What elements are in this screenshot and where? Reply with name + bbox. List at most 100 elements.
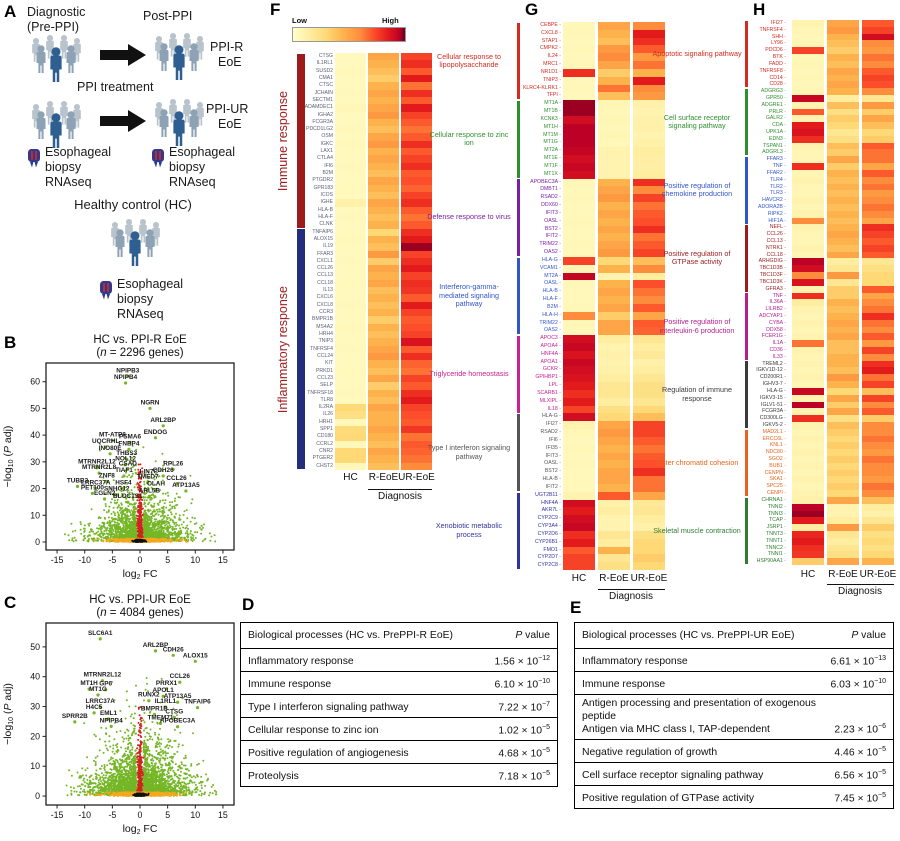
heatmap-cell bbox=[335, 352, 366, 361]
heatmap-cell bbox=[401, 294, 432, 303]
heatmap-cell bbox=[368, 228, 399, 237]
heatmap-cell bbox=[368, 287, 399, 295]
heatmap-cell bbox=[598, 76, 630, 86]
heatmap-cell bbox=[401, 118, 432, 127]
heatmap-cell bbox=[598, 233, 630, 242]
gene-label: FFAR2 - bbox=[766, 169, 786, 176]
heatmap-cell bbox=[792, 524, 824, 532]
gene-label: TLR3 - bbox=[770, 190, 786, 197]
gene-point-label: LIN7C bbox=[140, 468, 159, 475]
heatmap-cell bbox=[633, 429, 665, 438]
gene-label: TLR8 bbox=[320, 396, 333, 403]
pathway-group-label: Triglyceride homeostasis bbox=[429, 369, 509, 379]
heatmap-cell bbox=[862, 408, 894, 416]
heatmap-cell bbox=[633, 523, 665, 532]
process-name: Positive regulation of angiogenesis bbox=[248, 748, 409, 759]
heatmap-cell bbox=[862, 176, 894, 184]
heatmap-cell bbox=[598, 421, 630, 430]
heatmap-cell bbox=[862, 224, 894, 232]
gene-label: HAVCR2 - bbox=[762, 197, 786, 204]
heatmap-cell bbox=[598, 491, 630, 500]
heatmap-cell bbox=[792, 435, 824, 443]
pathway-group-bar bbox=[744, 157, 748, 224]
heatmap-cell bbox=[598, 303, 630, 313]
heatmap-cell bbox=[633, 123, 665, 133]
gene-label: HLA-G - bbox=[541, 413, 561, 420]
gene-label: IGKV3-15 - bbox=[760, 394, 786, 401]
heatmap-cell bbox=[598, 413, 630, 422]
gene-point bbox=[195, 706, 200, 710]
heatmap-cell bbox=[598, 100, 630, 109]
gene-label: TNFAIP6 bbox=[312, 228, 333, 235]
heatmap-cell bbox=[862, 26, 894, 35]
gene-label: CCL13 - bbox=[766, 238, 786, 244]
gene-label: IGKC bbox=[320, 140, 333, 147]
heatmap-cell bbox=[401, 170, 432, 178]
heatmap-cell bbox=[335, 411, 366, 420]
heatmap-cell bbox=[633, 507, 665, 516]
gene-label: ARHGDIG - bbox=[758, 258, 786, 265]
volcano-plot: HC vs. PPI-UR EoE(n = 4084 genes)SLC6A1A… bbox=[2, 594, 235, 836]
gene-label: IL13 bbox=[323, 287, 333, 294]
heatmap-cell bbox=[368, 243, 399, 251]
pathway-group-bar bbox=[516, 492, 520, 570]
heatmap-cell bbox=[598, 562, 630, 571]
heatmap-cell bbox=[563, 546, 595, 555]
heatmap-cell bbox=[827, 278, 859, 287]
process-name: Cell surface receptor signaling pathway bbox=[582, 770, 764, 781]
gene-label: APOA4 - bbox=[540, 342, 561, 349]
diagnosis-column-label: R-EoE bbox=[368, 472, 399, 483]
gene-point bbox=[153, 436, 158, 440]
heatmap-cell bbox=[633, 350, 665, 360]
svg-text:50: 50 bbox=[30, 403, 40, 413]
heatmap-cell bbox=[598, 530, 630, 540]
heatmap-cell bbox=[335, 331, 366, 339]
heatmap-cell bbox=[598, 405, 630, 414]
heatmap-cell bbox=[368, 104, 399, 112]
pathway-group-bar bbox=[744, 497, 748, 565]
heatmap-cell bbox=[633, 264, 665, 273]
pathway-group-label: Positive regulation of interleukin-6 pro… bbox=[659, 317, 735, 335]
heatmap-cell bbox=[633, 538, 665, 547]
heatmap-cell bbox=[368, 316, 399, 325]
heatmap-cell bbox=[335, 221, 366, 230]
heatmap-cell bbox=[335, 199, 366, 208]
heatmap-cell bbox=[335, 374, 366, 383]
heatmap-cell bbox=[827, 224, 859, 232]
heatmap-cell bbox=[827, 326, 859, 334]
gene-label: TNNI1 - bbox=[767, 551, 786, 558]
process-name: Immune response bbox=[248, 679, 332, 690]
panel-g-heatmap-pathways: G CEBPE -CXCL8 -STAP1 -CMPK2 -IL24 -MRC1… bbox=[425, 0, 675, 610]
heatmap-cell bbox=[401, 53, 432, 61]
gene-label: TNFRSF4 bbox=[310, 345, 333, 352]
heatmap-cell bbox=[633, 452, 665, 461]
heatmap-cell bbox=[368, 404, 399, 412]
pathway-group-bar bbox=[744, 361, 748, 428]
svg-text:0: 0 bbox=[35, 537, 40, 547]
heatmap-cell bbox=[368, 67, 399, 76]
plot-title: HC vs. PPI-UR EoE bbox=[89, 594, 191, 606]
x-axis-label: log2 FC bbox=[123, 568, 158, 581]
gene-label: MLXIPL - bbox=[539, 397, 561, 404]
heatmap-g-body: CEBPE -CXCL8 -STAP1 -CMPK2 -IL24 -MRC1 -… bbox=[425, 0, 675, 610]
heatmap-cell bbox=[827, 530, 859, 539]
heatmap-cell bbox=[862, 428, 894, 436]
svg-text:10: 10 bbox=[30, 510, 40, 520]
gene-point bbox=[109, 724, 113, 728]
process-pvalue: 6.03 × 10−10 bbox=[830, 677, 887, 690]
gene-label: CDA - bbox=[772, 122, 786, 129]
svg-text:0: 0 bbox=[138, 555, 143, 565]
heatmap-cell bbox=[827, 94, 859, 103]
gene-label: TREML2 - bbox=[762, 360, 786, 367]
process-name: Positive regulation of GTPase activity bbox=[582, 793, 755, 804]
heatmap-cell bbox=[401, 213, 432, 222]
gene-label: MAD2L1 - bbox=[762, 428, 786, 435]
heatmap-cell bbox=[563, 53, 595, 62]
gene-point-label: TIAF1 bbox=[115, 467, 133, 474]
heatmap-cell bbox=[792, 483, 824, 491]
heatmap-cell bbox=[633, 397, 665, 407]
heatmap-cell bbox=[862, 326, 894, 334]
process-pvalue: 4.46 × 10−5 bbox=[834, 745, 886, 758]
